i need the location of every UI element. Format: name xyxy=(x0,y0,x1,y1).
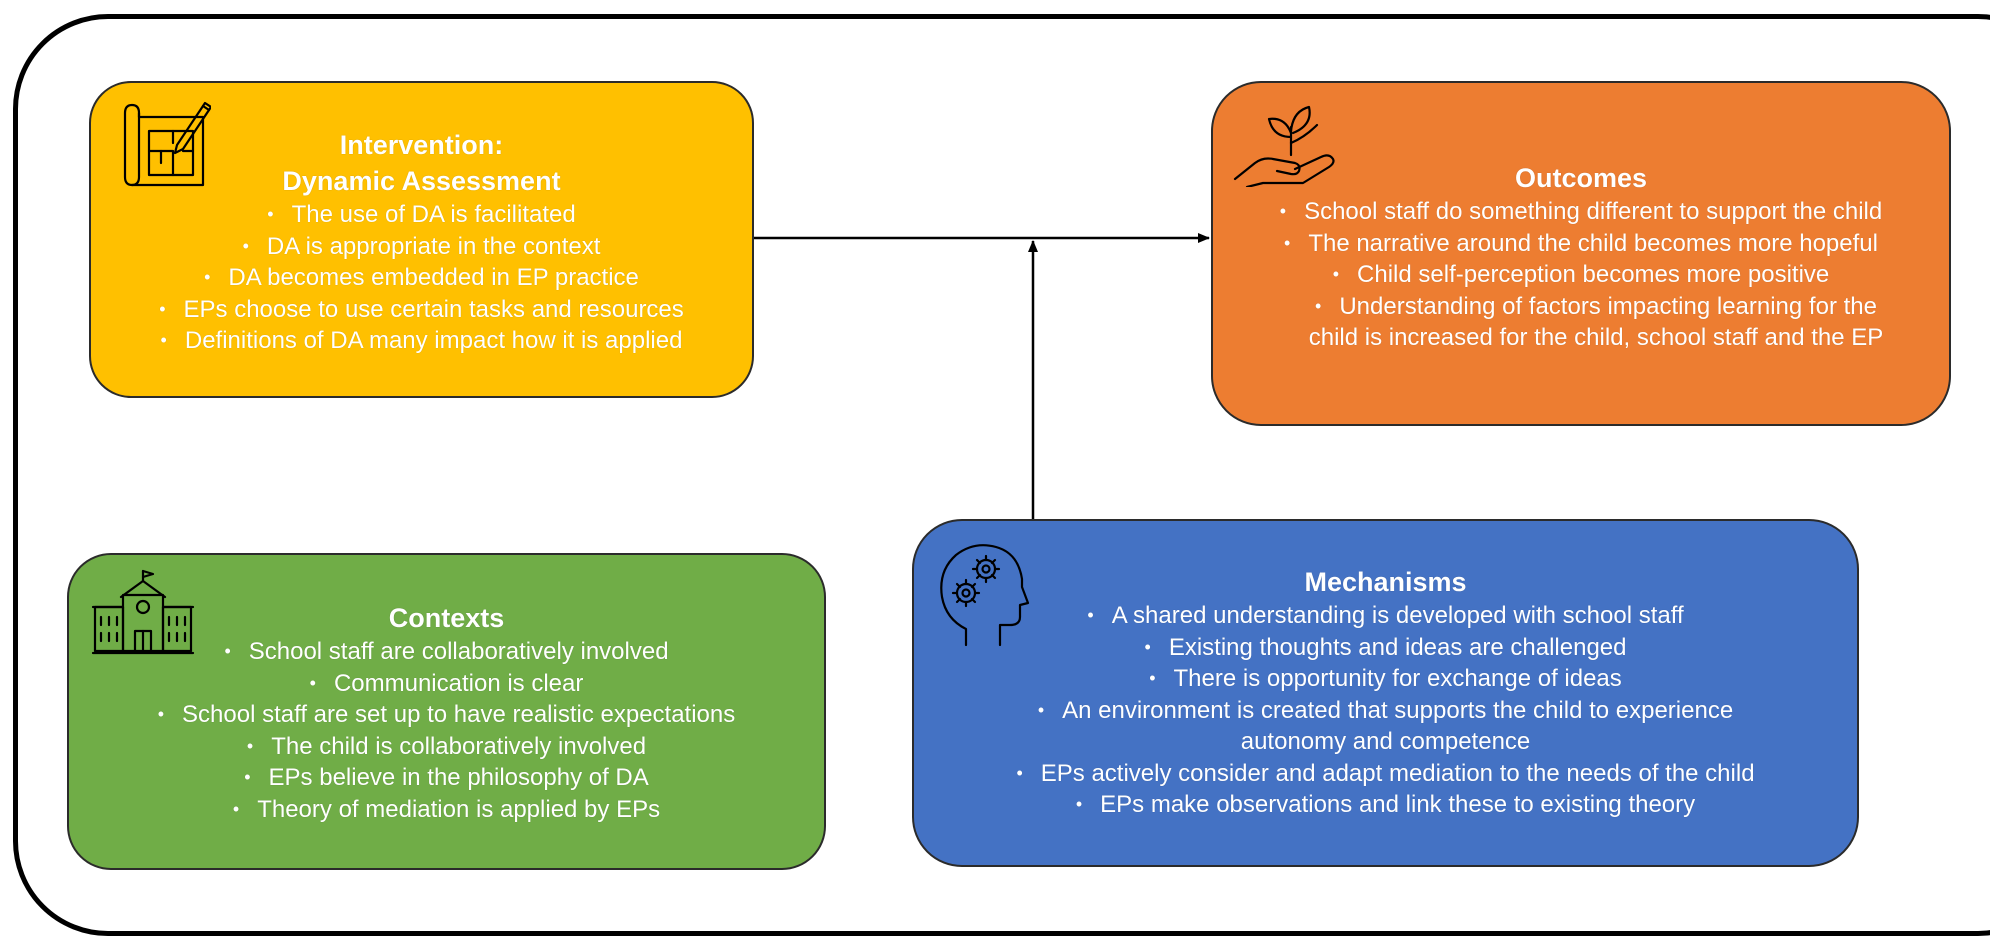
outcomes-bullet: School staff do something different to s… xyxy=(1213,196,1949,228)
intervention-bullet: DA is appropriate in the context xyxy=(91,231,752,263)
contexts-bullet: The child is collaboratively involved xyxy=(69,731,824,763)
intervention-bullet-list: The use of DA is facilitated DA is appro… xyxy=(91,199,752,357)
mechanisms-bullet: There is opportunity for exchange of ide… xyxy=(914,663,1857,695)
contexts-bullet: Communication is clear xyxy=(69,668,824,700)
intervention-title-line2: Dynamic Assessment xyxy=(282,166,561,196)
intervention-bullet: Definitions of DA many impact how it is … xyxy=(91,325,752,357)
intervention-bullet: EPs choose to use certain tasks and reso… xyxy=(91,294,752,326)
contexts-box: Contexts School staff are collaborativel… xyxy=(67,553,826,870)
mechanisms-bullet: Existing thoughts and ideas are challeng… xyxy=(914,632,1857,664)
head-gears-icon xyxy=(936,541,1030,649)
contexts-bullet: School staff are collaboratively involve… xyxy=(69,636,824,668)
diagram-frame xyxy=(13,14,1990,936)
outcomes-box: Outcomes School staff do something diffe… xyxy=(1211,81,1951,426)
contexts-bullet-list: School staff are collaboratively involve… xyxy=(69,636,824,825)
mechanisms-bullet-line2: autonomy and competence xyxy=(1240,728,1531,755)
outcomes-bullet-line1: Understanding of factors impacting learn… xyxy=(1339,292,1877,320)
mechanisms-bullet: An environment is created that supports … xyxy=(914,695,1857,758)
outcomes-bullet: The narrative around the child becomes m… xyxy=(1213,228,1949,260)
intervention-title-line1: Intervention: xyxy=(339,130,504,160)
contexts-title: Contexts xyxy=(388,603,505,633)
intervention-box: Intervention: Dynamic Assessment The use… xyxy=(89,81,754,398)
school-building-icon xyxy=(91,567,195,655)
outcomes-bullet-list: School staff do something different to s… xyxy=(1213,196,1949,354)
outcomes-bullet: Child self-perception becomes more posit… xyxy=(1213,259,1949,291)
intervention-bullet: The use of DA is facilitated xyxy=(91,199,752,231)
mechanisms-bullet: EPs actively consider and adapt mediatio… xyxy=(914,758,1857,790)
outcomes-title: Outcomes xyxy=(1514,163,1648,193)
intervention-bullet: DA becomes embedded in EP practice xyxy=(91,262,752,294)
hand-sprout-icon xyxy=(1233,97,1349,187)
outcomes-bullet: Understanding of factors impacting learn… xyxy=(1243,291,1949,354)
mechanisms-bullet: EPs make observations and link these to … xyxy=(914,789,1857,821)
outcomes-bullet-line2: child is increased for the child, school… xyxy=(1308,324,1884,351)
blueprint-pencil-icon xyxy=(117,99,211,187)
contexts-bullet: School staff are set up to have realisti… xyxy=(69,699,824,731)
contexts-bullet: Theory of mediation is applied by EPs xyxy=(69,794,824,826)
mechanisms-title: Mechanisms xyxy=(1304,567,1467,597)
mechanisms-bullet-line1: An environment is created that supports … xyxy=(1062,696,1734,724)
mechanisms-bullet-list: A shared understanding is developed with… xyxy=(914,600,1857,821)
mechanisms-bullet: A shared understanding is developed with… xyxy=(914,600,1857,632)
contexts-bullet: EPs believe in the philosophy of DA xyxy=(69,762,824,794)
mechanisms-box: Mechanisms A shared understanding is dev… xyxy=(912,519,1859,867)
